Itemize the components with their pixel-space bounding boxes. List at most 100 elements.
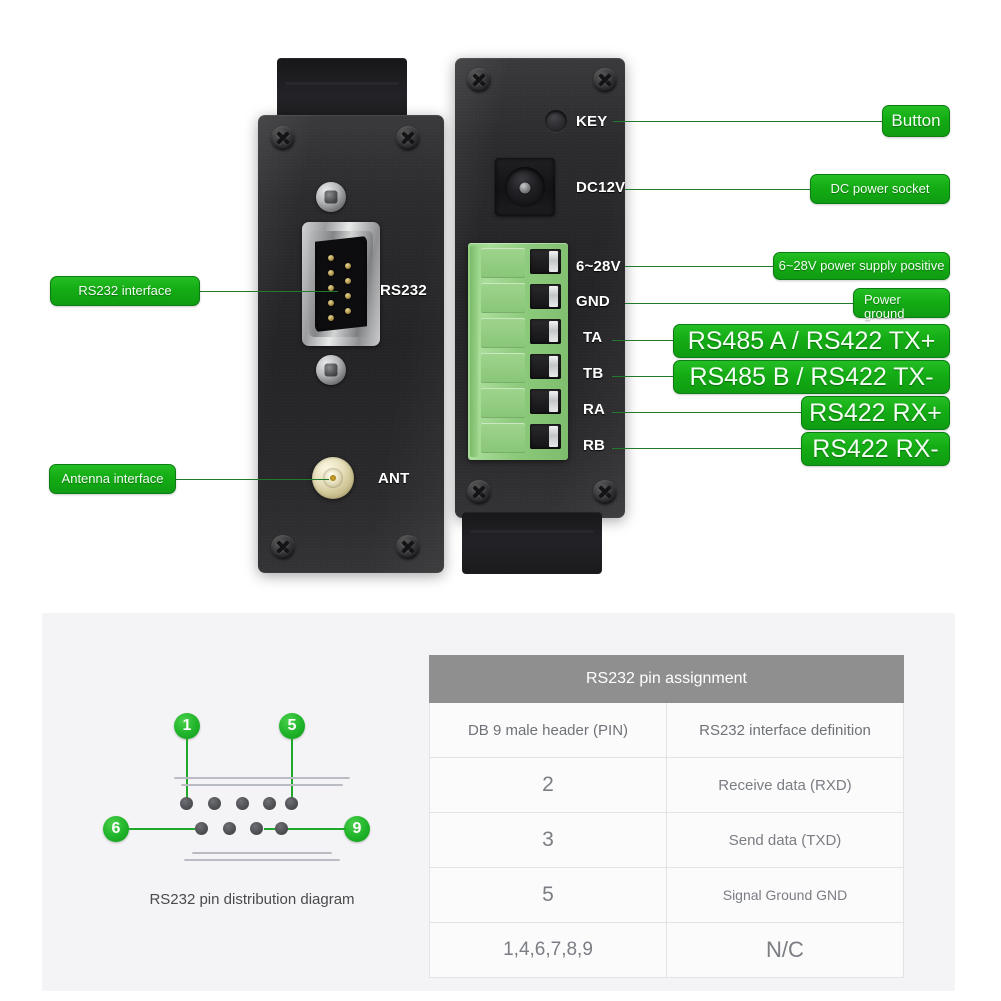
cell-definition: Send data (TXD)	[666, 812, 904, 868]
terminal-screw-port	[530, 249, 561, 274]
antenna-sma-connector	[312, 457, 354, 499]
dc-jack-center-pin	[519, 182, 531, 194]
diagram-pin-9	[275, 822, 288, 835]
tag-power-supply-positive[interactable]: 6~28V power supply positive	[773, 252, 950, 280]
silkscreen-ra: RA	[583, 401, 606, 418]
terminal-screw-port	[530, 284, 561, 309]
db9-pin	[328, 300, 334, 306]
pin-callout-line-1	[186, 737, 188, 802]
table-title: RS232 pin assignment	[429, 655, 904, 703]
tag-dc-power-socket[interactable]: DC power socket	[810, 174, 950, 204]
db9-inner-shell	[181, 784, 343, 854]
tag-power-ground[interactable]: Power ground	[853, 288, 950, 322]
table-header-row: DB 9 male header (PIN) RS232 interface d…	[429, 702, 904, 758]
terminal-screw-port	[530, 424, 561, 449]
diagram-pin-6	[195, 822, 208, 835]
tag-ta-definition[interactable]: RS485 A / RS422 TX+	[673, 324, 950, 358]
table-row: 3 Send data (TXD)	[429, 812, 904, 868]
table-title-row: RS232 pin assignment	[429, 655, 904, 703]
leader-dc-power-socket	[625, 189, 815, 190]
db9-d-shell-cavity	[315, 236, 367, 332]
leader-button	[613, 121, 885, 122]
table-row: 2 Receive data (RXD)	[429, 757, 904, 813]
pin-callout-6: 6	[103, 816, 129, 842]
pin-callout-5: 5	[279, 713, 305, 739]
terminal-slot	[481, 423, 525, 453]
diagram-pin-4	[263, 797, 276, 810]
tag-antenna-interface[interactable]: Antenna interface	[49, 464, 176, 494]
terminal-screw-port	[530, 389, 561, 414]
silkscreen-tb: TB	[583, 365, 604, 382]
terminal-left-rail	[470, 246, 478, 457]
cell-definition: Receive data (RXD)	[666, 757, 904, 813]
silkscreen-gnd: GND	[576, 293, 610, 310]
right-device-rear-block	[462, 512, 602, 574]
terminal-slot	[481, 283, 525, 313]
db9-pin	[345, 263, 351, 269]
silkscreen-6-28v: 6~28V	[576, 258, 621, 275]
key-button-hole	[545, 110, 567, 132]
silkscreen-rs232: RS232	[380, 282, 427, 299]
db9-outer-shell	[174, 777, 350, 861]
db9-jackscrew-bottom	[316, 355, 346, 385]
column-header-definition: RS232 interface definition	[666, 702, 904, 758]
left-device-faceplate	[258, 115, 444, 573]
diagram-pin-8	[250, 822, 263, 835]
db9-pin	[328, 255, 334, 261]
leader-power-positive	[625, 266, 777, 267]
rear-seam	[470, 530, 594, 533]
product-photo-area: RS232 ANT KEY DC12V 6~28V GND TA TB RA	[0, 0, 1001, 600]
leader-rb	[612, 448, 805, 449]
tag-rs232-interface[interactable]: RS232 interface	[50, 276, 200, 306]
db9-pin	[328, 285, 334, 291]
leader-rs232-interface	[198, 291, 338, 292]
rear-seam	[284, 82, 400, 85]
diagram-pin-5	[285, 797, 298, 810]
cell-definition: Signal Ground GND	[666, 867, 904, 923]
tag-ra-definition[interactable]: RS422 RX+	[801, 396, 950, 430]
screw-top-left	[467, 68, 491, 92]
rs232-pin-assignment-table: RS232 pin assignment DB 9 male header (P…	[429, 655, 904, 978]
leader-tb	[612, 376, 677, 377]
cell-pin: 5	[429, 867, 667, 923]
leader-ta	[612, 340, 677, 341]
pin-diagram-caption: RS232 pin distribution diagram	[149, 891, 355, 908]
screw-top-right	[396, 126, 420, 150]
tag-power-ground-line1: Power	[864, 292, 901, 307]
info-panel: 1 5 6 9 RS232 pin distribution diagram R…	[42, 613, 955, 991]
cell-pin: 3	[429, 812, 667, 868]
cell-pin: 1,4,6,7,8,9	[429, 922, 667, 978]
pin-callout-9: 9	[344, 816, 370, 842]
tag-button[interactable]: Button	[882, 105, 950, 137]
db9-pin	[328, 270, 334, 276]
cell-definition: N/C	[666, 922, 904, 978]
terminal-screw-port	[530, 319, 561, 344]
tag-power-ground-line2: ground	[864, 306, 905, 322]
tag-rb-definition[interactable]: RS422 RX-	[801, 432, 950, 466]
leader-antenna-interface	[174, 479, 329, 480]
silkscreen-rb: RB	[583, 437, 606, 454]
pin-callout-line-6	[127, 828, 202, 830]
silkscreen-dc12v: DC12V	[576, 179, 626, 196]
terminal-screw-port	[530, 354, 561, 379]
pin-distribution-diagram: 1 5 6 9 RS232 pin distribution diagram	[42, 613, 462, 991]
dc-power-jack	[495, 158, 555, 216]
terminal-block	[468, 243, 568, 460]
screw-bottom-left	[271, 535, 295, 559]
diagram-pin-2	[208, 797, 221, 810]
db9-pin	[345, 293, 351, 299]
silkscreen-ta: TA	[583, 329, 603, 346]
cell-pin: 2	[429, 757, 667, 813]
terminal-slot	[481, 318, 525, 348]
terminal-slot	[481, 353, 525, 383]
diagram-pin-1	[180, 797, 193, 810]
table-row: 5 Signal Ground GND	[429, 867, 904, 923]
tag-tb-definition[interactable]: RS485 B / RS422 TX-	[673, 360, 950, 394]
leader-power-ground	[625, 303, 855, 304]
silkscreen-ant: ANT	[378, 470, 410, 487]
db9-outline-shape	[160, 777, 360, 861]
pin-callout-line-5	[291, 737, 293, 802]
screw-top-left	[271, 126, 295, 150]
screw-top-right	[593, 68, 617, 92]
column-header-pin: DB 9 male header (PIN)	[429, 702, 667, 758]
